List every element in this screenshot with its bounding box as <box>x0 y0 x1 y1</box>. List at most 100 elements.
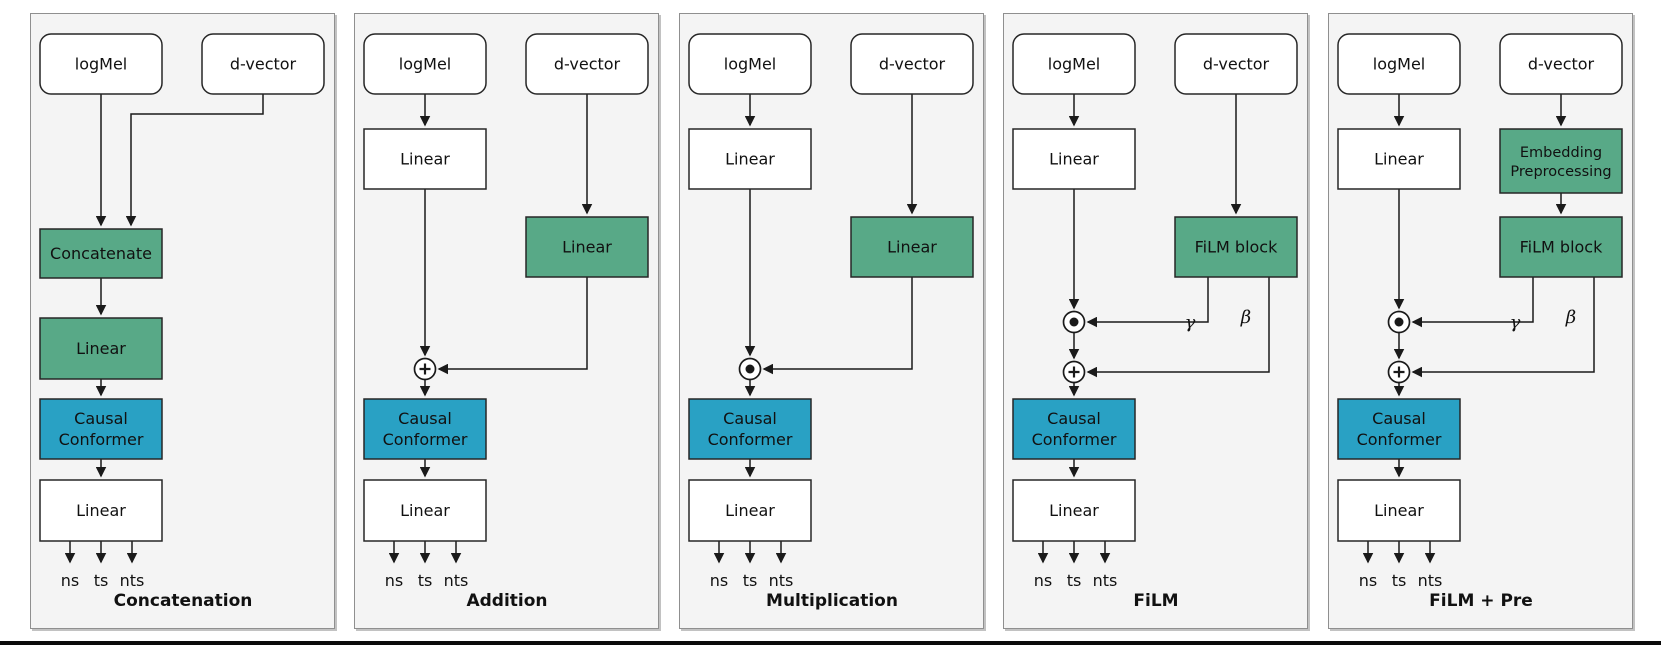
output-label-nts: nts <box>769 571 794 590</box>
add-operator-icon <box>1387 360 1411 384</box>
gamma-label: γ <box>1510 312 1521 333</box>
block-label: Linear <box>1049 150 1099 169</box>
block-label: Linear <box>887 238 937 257</box>
add-operator-icon <box>413 357 437 381</box>
block-label: Linear <box>400 501 450 520</box>
gamma-label: γ <box>1185 312 1196 333</box>
block-d-vector: d-vector <box>850 33 974 95</box>
block-label: logMel <box>399 55 451 74</box>
arrow-edge <box>1086 277 1270 378</box>
block-label: Linear <box>1374 501 1424 520</box>
block-linear-out: Linear <box>1012 479 1136 542</box>
panel-caption: Addition <box>466 591 547 611</box>
beta-label: β <box>1565 307 1576 328</box>
block-linear-logmel: Linear <box>688 128 812 190</box>
arrow-edge <box>1411 277 1595 378</box>
multiply-operator-icon <box>1062 310 1086 334</box>
block-label: Linear <box>725 150 775 169</box>
block-linear-dvector: Linear <box>850 216 974 278</box>
block-concatenate: Concatenate <box>39 228 163 279</box>
block-linear-out: Linear <box>688 479 812 542</box>
output-label-ns: ns <box>385 571 403 590</box>
block-logmel: logMel <box>39 33 163 95</box>
block-linear-logmel: Linear <box>1012 128 1136 190</box>
block-linear-dvector: Linear <box>525 216 649 278</box>
block-label: Linear <box>725 501 775 520</box>
block-linear-out: Linear <box>39 479 163 542</box>
block-linear-logmel: Linear <box>1337 128 1461 190</box>
block-film-block: FiLM block <box>1499 216 1623 278</box>
block-label: logMel <box>1373 55 1425 74</box>
block-linear-mid: Linear <box>39 317 163 380</box>
block-d-vector: d-vector <box>201 33 325 95</box>
block-label: Linear <box>1049 501 1099 520</box>
output-label-ns: ns <box>1359 571 1377 590</box>
add-operator-icon <box>1062 360 1086 384</box>
block-label: logMel <box>1048 55 1100 74</box>
block-label: FiLM block <box>1520 238 1603 257</box>
output-label-nts: nts <box>1418 571 1443 590</box>
block-linear-logmel: Linear <box>363 128 487 190</box>
arrow-edge <box>1411 277 1534 328</box>
block-label: d-vector <box>1528 55 1595 74</box>
figure-bottom-rule <box>0 641 1661 645</box>
output-label-ns: ns <box>61 571 79 590</box>
panel-caption: FiLM <box>1133 591 1178 611</box>
output-label-ts: ts <box>1067 571 1082 590</box>
block-label: Linear <box>76 339 126 358</box>
panel-caption: Multiplication <box>766 591 898 611</box>
block-label: Linear <box>1374 150 1424 169</box>
block-label: d-vector <box>879 55 946 74</box>
block-label: Linear <box>400 150 450 169</box>
output-label-nts: nts <box>444 571 469 590</box>
output-label-ts: ts <box>418 571 433 590</box>
output-label-ts: ts <box>743 571 758 590</box>
arrow-edge <box>1086 277 1209 328</box>
block-label: d-vector <box>554 55 621 74</box>
arrow-edge <box>125 94 264 227</box>
block-logmel: logMel <box>363 33 487 95</box>
output-label-nts: nts <box>120 571 145 590</box>
output-label-nts: nts <box>1093 571 1118 590</box>
block-d-vector: d-vector <box>1174 33 1298 95</box>
multiply-operator-icon <box>1387 310 1411 334</box>
panel-caption: Concatenation <box>114 591 253 611</box>
output-label-ts: ts <box>1392 571 1407 590</box>
output-label-ts: ts <box>94 571 109 590</box>
block-label: Linear <box>76 501 126 520</box>
block-label: d-vector <box>230 55 297 74</box>
beta-label: β <box>1240 307 1251 328</box>
arrow-edge <box>437 277 588 375</box>
block-label: logMel <box>75 55 127 74</box>
block-logmel: logMel <box>1012 33 1136 95</box>
block-label: FiLM block <box>1195 238 1278 257</box>
multiply-operator-icon <box>738 357 762 381</box>
block-label: Linear <box>562 238 612 257</box>
output-label-ns: ns <box>1034 571 1052 590</box>
arrow-edge <box>762 277 913 375</box>
block-label: d-vector <box>1203 55 1270 74</box>
block-logmel: logMel <box>688 33 812 95</box>
block-linear-out: Linear <box>363 479 487 542</box>
block-label: logMel <box>724 55 776 74</box>
block-label: Concatenate <box>50 244 152 263</box>
